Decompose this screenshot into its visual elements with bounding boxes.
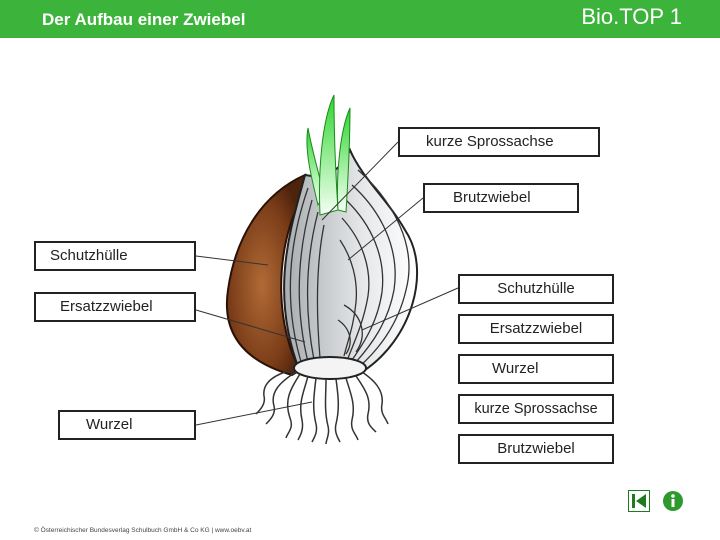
label-wurzel-left[interactable]: Wurzel xyxy=(58,410,196,440)
roots xyxy=(255,369,389,445)
shoot-right xyxy=(337,107,351,213)
brand-logo: Bio.TOP 1 xyxy=(581,4,682,29)
basal-plate xyxy=(293,356,367,380)
label-wurzel-right[interactable]: Wurzel xyxy=(458,354,614,384)
leader-lines xyxy=(195,141,459,426)
label-kurze-sprossachse-right[interactable]: kurze Sprossachse xyxy=(458,394,614,424)
label-brutzwiebel-right[interactable]: Brutzwiebel xyxy=(458,434,614,464)
back-button[interactable] xyxy=(628,490,650,512)
info-button[interactable] xyxy=(662,490,684,512)
label-kurze-sprossachse-top[interactable]: kurze Sprossachse xyxy=(398,127,600,157)
back-arrow-icon xyxy=(632,494,646,508)
label-schutzhuelle-left[interactable]: Schutzhülle xyxy=(34,241,196,271)
shoot-center xyxy=(319,94,339,216)
label-schutzhuelle-right[interactable]: Schutzhülle xyxy=(458,274,614,304)
label-ersatzzwiebel-right[interactable]: Ersatzzwiebel xyxy=(458,314,614,344)
info-icon xyxy=(663,491,683,511)
copyright-notice: © Österreichischer Bundesverlag Schulbuc… xyxy=(34,527,252,534)
label-ersatzzwiebel-left[interactable]: Ersatzzwiebel xyxy=(34,292,196,322)
header-bar: Der Aufbau einer Zwiebel Bio.TOP 1 xyxy=(0,0,720,38)
bulb-layers xyxy=(289,169,410,367)
label-brutzwiebel-top[interactable]: Brutzwiebel xyxy=(423,183,579,213)
page-title: Der Aufbau einer Zwiebel xyxy=(42,10,246,29)
